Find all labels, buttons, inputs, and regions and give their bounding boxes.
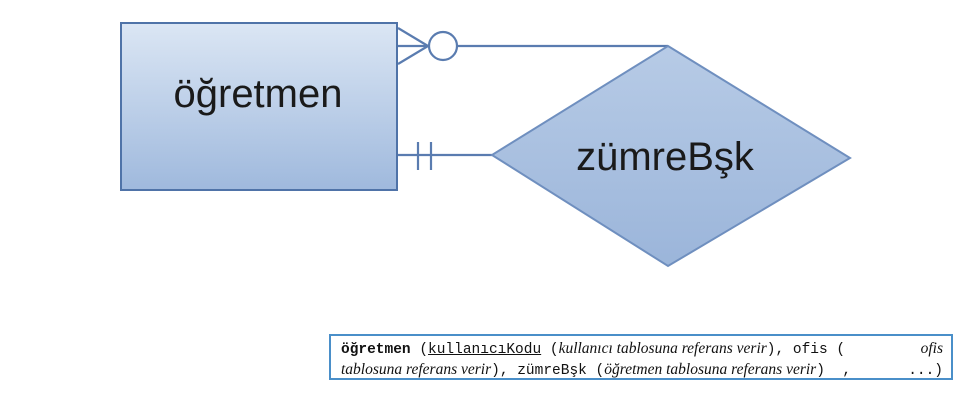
entity-box: [120, 22, 398, 191]
relationship-zumrebsk[interactable]: zümreBşk: [490, 44, 852, 268]
schema-definition: öğretmen (kullanıcıKodu (kullanıcı tablo…: [329, 334, 953, 380]
entity-label: öğretmen: [174, 72, 343, 116]
er-diagram: öğretmen zümreBşk: [120, 22, 852, 268]
schema-key-field: kullanıcıKodu: [428, 342, 542, 358]
schema-ellipsis: ...: [908, 363, 935, 379]
entity-ogretmen[interactable]: öğretmen: [120, 22, 398, 191]
schema-field-2: ofis: [792, 342, 828, 358]
zero-circle-icon: [427, 30, 459, 62]
schema-table-name: öğretmen: [341, 342, 411, 358]
schema-comma: ,: [842, 363, 852, 379]
schema-field-3-note: öğretmen tablosuna referans verir: [604, 361, 817, 378]
relationship-label: zümreBşk: [576, 135, 755, 179]
connector-zero-or-many: [396, 27, 668, 65]
connector-one-and-only-one: [396, 142, 492, 170]
schema-field-3: zümreBşk: [517, 363, 587, 379]
schema-key-note: kullanıcı tablosuna referans verir: [558, 340, 767, 357]
schema-close-paren: ): [934, 363, 943, 379]
schema-open-paren: (: [419, 342, 429, 358]
schema-line-1: öğretmen (kullanıcıKodu (kullanıcı tablo…: [341, 340, 943, 358]
schema-field-2-note-a: ofis: [920, 340, 943, 357]
schema-field-2-note-b: tablosuna referans verir: [341, 361, 492, 378]
schema-line-2: tablosuna referans verir), zümreBşk (öğr…: [341, 361, 943, 379]
relationship-diamond: [490, 44, 852, 268]
